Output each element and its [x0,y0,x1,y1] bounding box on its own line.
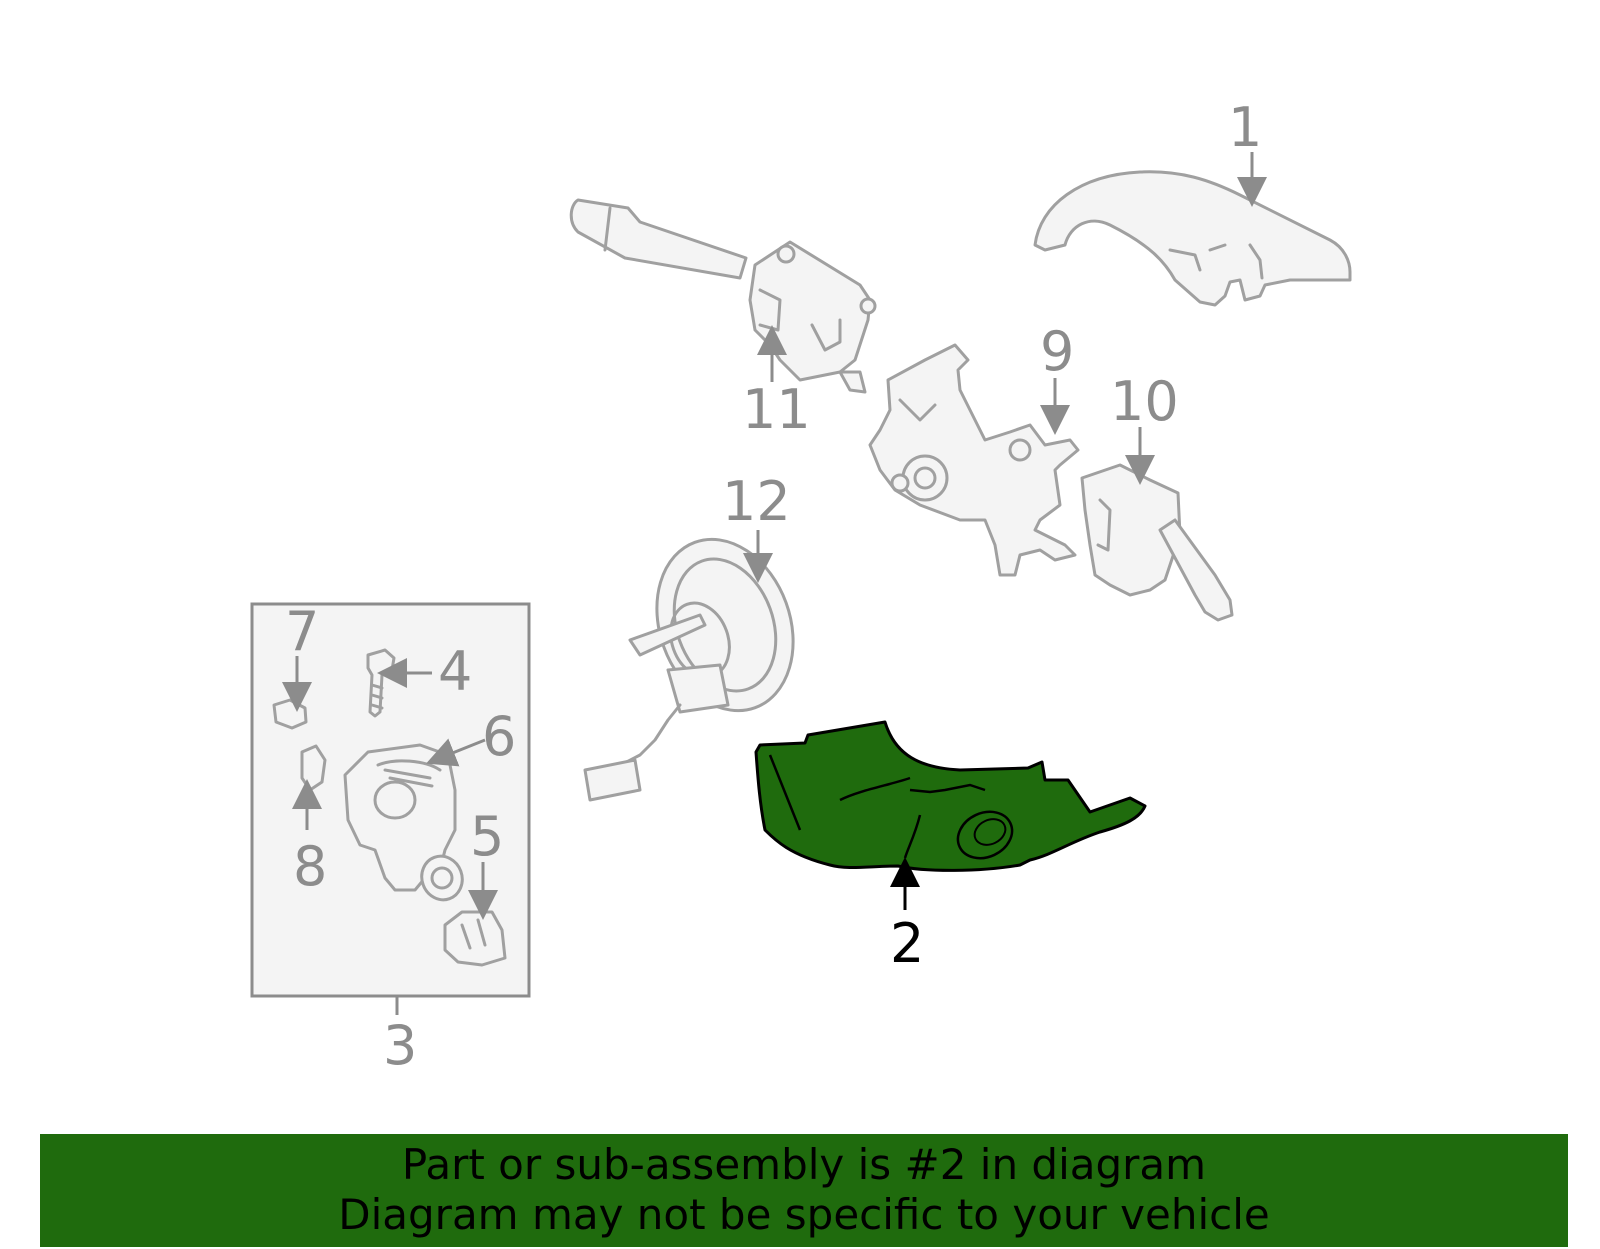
callout-arrows [282,152,1267,1015]
banner-line-1: Part or sub-assembly is #2 in diagram [401,1140,1207,1189]
part-10-wiper-switch [1080,463,1234,622]
callout-3: 3 [383,1014,417,1077]
callout-5: 5 [470,805,504,868]
part-5 [443,910,507,967]
callout-8: 8 [293,835,327,898]
part-1-upper-shroud [1033,170,1352,307]
callout-10: 10 [1110,370,1179,433]
callout-4: 4 [438,640,472,703]
part-2-lower-shroud [754,720,1147,872]
part-6-lock-housing [343,743,464,902]
part-9-switch-housing [868,343,1080,577]
callout-6: 6 [482,705,516,768]
callout-2: 2 [890,912,924,975]
callout-7: 7 [285,600,319,663]
callout-11: 11 [742,378,811,441]
banner-line-2: Diagram may not be specific to your vehi… [338,1190,1270,1239]
callout-12: 12 [722,470,791,533]
part-12-clockspring [583,537,795,802]
info-banner: Part or sub-assembly is #2 in diagram Di… [40,1134,1568,1247]
part-8 [300,744,327,792]
callout-9: 9 [1040,320,1074,383]
part-11-switch-stalk [569,198,877,394]
callout-1: 1 [1228,96,1262,159]
